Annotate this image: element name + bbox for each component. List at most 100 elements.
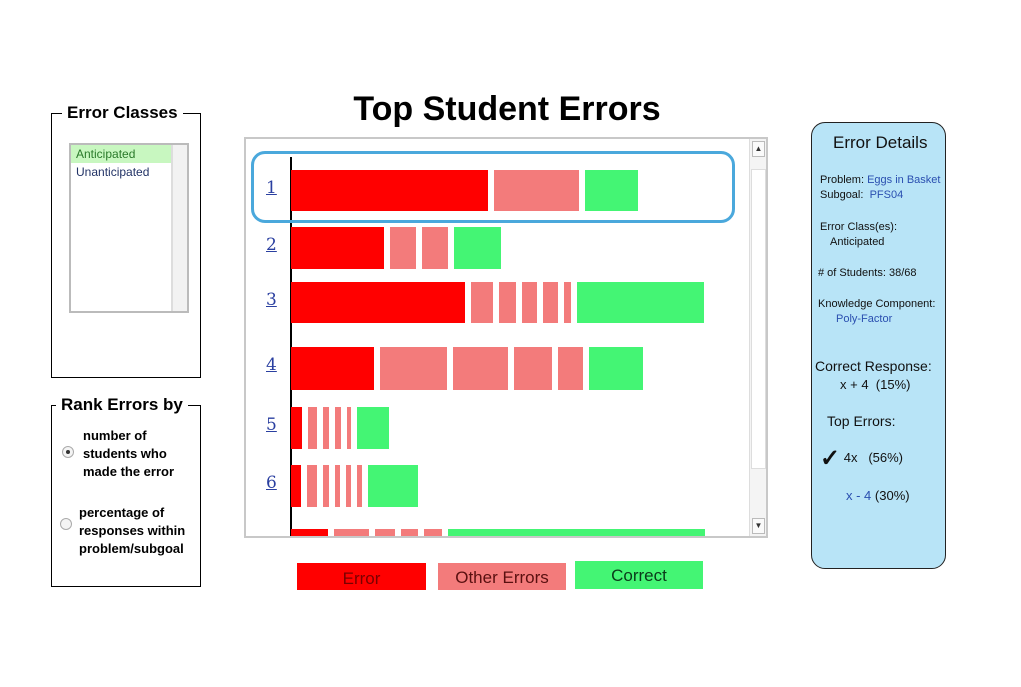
- scroll-up-icon[interactable]: ▲: [752, 141, 765, 157]
- top-error-pct: (56%): [868, 449, 903, 465]
- bar-segment-other[interactable]: [308, 407, 317, 449]
- error-bar-row[interactable]: [291, 227, 501, 269]
- bar-segment-error[interactable]: [291, 227, 384, 269]
- radio-number-of-students[interactable]: [62, 446, 74, 458]
- top-error-item[interactable]: x - 4 (30%): [846, 488, 910, 503]
- subgoal-value: PFS04: [869, 189, 904, 201]
- bar-segment-other[interactable]: [514, 347, 552, 390]
- row-rank-link[interactable]: 3: [266, 290, 277, 310]
- bar-segment-error[interactable]: [291, 407, 302, 449]
- scrollbar-thumb[interactable]: [751, 169, 766, 469]
- error-bar-row[interactable]: [291, 465, 418, 507]
- checkmark-icon: ✓: [820, 445, 841, 472]
- bar-segment-correct[interactable]: [589, 347, 643, 390]
- error-bar-row[interactable]: [291, 407, 389, 449]
- label-line: percentage of: [79, 505, 165, 520]
- bar-segment-other[interactable]: [424, 529, 442, 536]
- label-line: responses within: [79, 523, 186, 538]
- legend-correct: Correct: [575, 561, 703, 589]
- kc-value: Poly-Factor: [836, 313, 893, 325]
- row-rank-link[interactable]: 1: [266, 178, 277, 198]
- top-error-item[interactable]: ✓ 4x (56%): [820, 444, 903, 473]
- problem-value: Eggs in Basket: [867, 174, 941, 186]
- label-line: made the error: [83, 464, 175, 479]
- label-line: number of: [83, 428, 147, 443]
- radio-label-number-of-students[interactable]: number of students who made the error: [83, 427, 174, 481]
- bar-segment-correct[interactable]: [448, 529, 705, 536]
- bar-segment-other[interactable]: [543, 282, 558, 323]
- bar-segment-error[interactable]: [291, 465, 301, 507]
- error-class-value: Anticipated: [830, 236, 885, 248]
- bar-segment-error[interactable]: [291, 170, 488, 211]
- error-bar-row[interactable]: [291, 347, 643, 390]
- radio-label-percentage[interactable]: percentage of responses within problem/s…: [79, 504, 185, 558]
- row-rank-link[interactable]: 5: [266, 415, 277, 435]
- top-error-expr: 4x: [843, 449, 858, 465]
- label-line: problem/subgoal: [79, 541, 184, 556]
- option-unanticipated[interactable]: Unanticipated: [76, 165, 150, 179]
- bar-segment-error[interactable]: [291, 347, 374, 390]
- page-title: Top Student Errors: [353, 90, 661, 128]
- subgoal-label: Subgoal:: [820, 189, 864, 201]
- correct-expr: x + 4: [840, 377, 869, 392]
- bar-segment-other[interactable]: [494, 170, 579, 211]
- bar-segment-other[interactable]: [375, 529, 395, 536]
- correct-response-label: Correct Response:: [815, 358, 932, 374]
- bar-segment-other[interactable]: [422, 227, 448, 269]
- chart-axis: [290, 157, 292, 536]
- bar-segment-other[interactable]: [323, 465, 329, 507]
- bar-segment-correct[interactable]: [454, 227, 501, 269]
- error-bar-row[interactable]: [291, 170, 638, 211]
- bar-segment-other[interactable]: [335, 465, 340, 507]
- bar-segment-other[interactable]: [564, 282, 571, 323]
- selected-row-highlight: [251, 151, 735, 223]
- bar-segment-correct[interactable]: [368, 465, 418, 507]
- legend-other-errors: Other Errors: [438, 563, 566, 590]
- bar-segment-correct[interactable]: [577, 282, 704, 323]
- bar-segment-correct[interactable]: [585, 170, 638, 211]
- bar-segment-other[interactable]: [347, 407, 351, 449]
- bar-segment-other[interactable]: [380, 347, 447, 390]
- row-rank-link[interactable]: 6: [266, 473, 277, 493]
- bar-segment-other[interactable]: [499, 282, 516, 323]
- bar-segment-other[interactable]: [453, 347, 508, 390]
- rank-errors-title: Rank Errors by: [56, 395, 188, 415]
- bar-segment-other[interactable]: [307, 465, 317, 507]
- bar-segment-other[interactable]: [558, 347, 583, 390]
- bar-segment-other[interactable]: [522, 282, 537, 323]
- top-errors-label: Top Errors:: [827, 413, 896, 429]
- bar-segment-other[interactable]: [335, 407, 341, 449]
- row-rank-link[interactable]: 4: [266, 355, 277, 375]
- bar-segment-error[interactable]: [291, 529, 328, 536]
- bar-segment-other[interactable]: [323, 407, 329, 449]
- problem-row: Problem: Eggs in Basket: [820, 174, 940, 186]
- bar-segment-other[interactable]: [346, 465, 351, 507]
- row-rank-link[interactable]: 2: [266, 235, 277, 255]
- error-bar-row[interactable]: [291, 529, 705, 536]
- radio-percentage-of-responses[interactable]: [60, 518, 72, 530]
- bar-segment-other[interactable]: [357, 465, 362, 507]
- students-label: # of Students:: [818, 267, 886, 279]
- option-anticipated[interactable]: Anticipated: [71, 145, 173, 163]
- bar-segment-correct[interactable]: [357, 407, 389, 449]
- error-classes-listbox[interactable]: Anticipated Unanticipated: [69, 143, 189, 313]
- students-value: 38/68: [888, 267, 917, 279]
- scroll-down-icon[interactable]: ▼: [752, 518, 765, 534]
- subgoal-row: Subgoal: PFS04: [820, 189, 903, 201]
- error-bar-row[interactable]: [291, 282, 704, 323]
- problem-label: Problem:: [820, 174, 865, 186]
- bar-segment-other[interactable]: [471, 282, 493, 323]
- top-error-pct: (30%): [874, 488, 910, 503]
- bar-segment-other[interactable]: [334, 529, 369, 536]
- error-chart: 1 2 3 4 5 6 ▲ ▼: [244, 137, 768, 538]
- correct-pct: (15%): [875, 377, 911, 392]
- bar-segment-error[interactable]: [291, 282, 465, 323]
- chart-scrollbar[interactable]: ▲ ▼: [749, 139, 766, 536]
- error-classes-title: Error Classes: [62, 103, 183, 123]
- details-title: Error Details: [833, 133, 928, 152]
- legend-error: Error: [297, 563, 426, 590]
- bar-segment-other[interactable]: [401, 529, 418, 536]
- error-class-label: Error Class(es):: [820, 221, 898, 233]
- bar-segment-other[interactable]: [390, 227, 416, 269]
- listbox-scrollbar[interactable]: [171, 145, 187, 311]
